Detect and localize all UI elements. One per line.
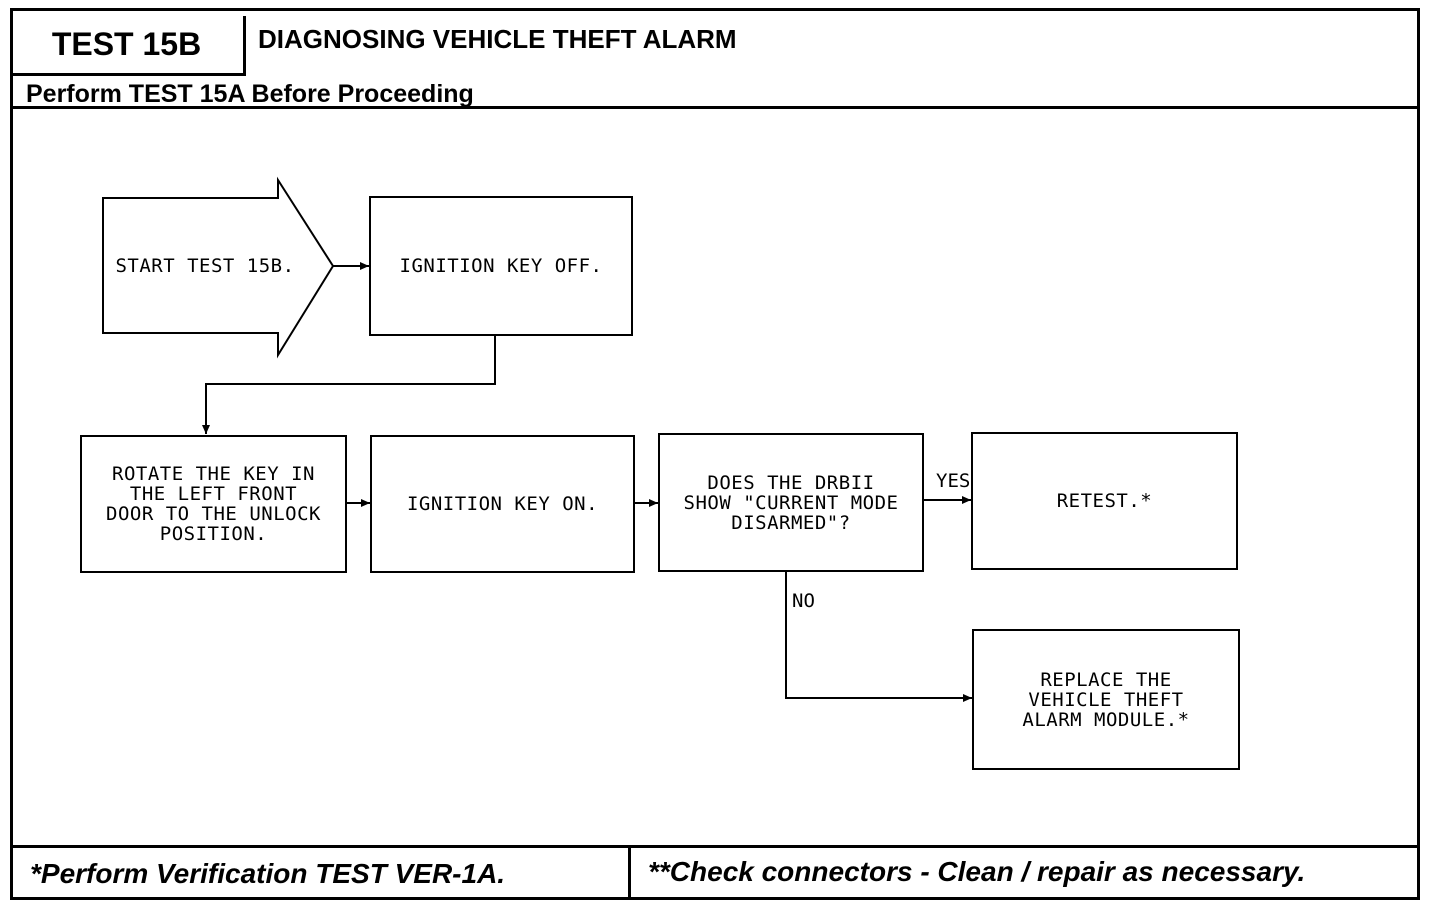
node-retest: RETEST.* bbox=[971, 432, 1238, 570]
page-title: DIAGNOSING VEHICLE THEFT ALARM bbox=[258, 24, 737, 54]
edge-ign-off-to-rotate bbox=[202, 336, 496, 434]
node-ignition-on: IGNITION KEY ON. bbox=[370, 435, 635, 573]
node-start: START TEST 15B. bbox=[115, 255, 295, 277]
footer-note-connectors: **Check connectors - Clean / repair as n… bbox=[648, 856, 1306, 887]
edge-label-yes: YES bbox=[936, 470, 971, 492]
diagram-frame bbox=[10, 8, 1420, 900]
footer-separator bbox=[628, 845, 631, 900]
node-rotate-key: ROTATE THE KEY IN THE LEFT FRONT DOOR TO… bbox=[80, 435, 347, 573]
node-ignition-off: IGNITION KEY OFF. bbox=[369, 196, 633, 336]
start-arrow-shape bbox=[102, 176, 335, 359]
footer-note-verification: *Perform Verification TEST VER-1A. bbox=[30, 858, 506, 889]
test-id: TEST 15B bbox=[10, 16, 246, 76]
node-question: DOES THE DRBII SHOW "CURRENT MODE DISARM… bbox=[658, 433, 924, 572]
edge-label-no: NO bbox=[792, 590, 815, 612]
footer-divider bbox=[10, 845, 1420, 848]
edge-no bbox=[785, 572, 972, 702]
page-subtitle: Perform TEST 15A Before Proceeding bbox=[26, 80, 474, 108]
header-divider bbox=[10, 106, 1420, 109]
node-replace-module: REPLACE THE VEHICLE THEFT ALARM MODULE.* bbox=[972, 629, 1240, 770]
